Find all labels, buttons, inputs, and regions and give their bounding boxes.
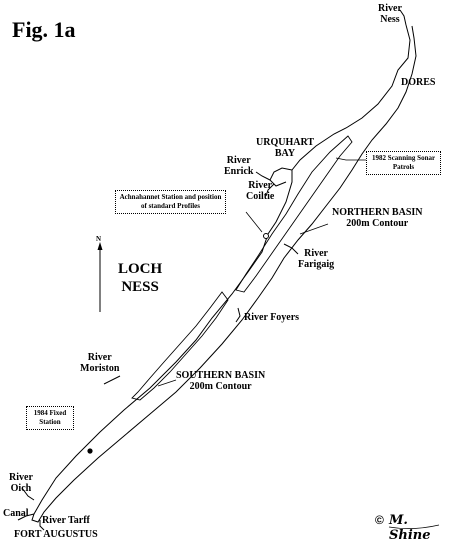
label-river-farigaig: River Farigaig — [298, 248, 334, 270]
label-northern-basin: NORTHERN BASIN 200m Contour — [332, 207, 423, 229]
label-line: URQUHART — [256, 137, 314, 148]
label-loch-ness: LOCH NESS — [118, 260, 162, 296]
river-moriston-line — [103, 375, 121, 385]
box-line: position of standard Profiles — [141, 193, 222, 210]
figure-title: Fig. 1a — [12, 17, 76, 42]
river-farigaig-line — [283, 243, 299, 255]
southern-basin-leader-line — [157, 379, 177, 387]
label-line: Coiltie — [246, 191, 275, 202]
achnahannet-leader-line — [245, 211, 263, 233]
northern-basin-leader-line — [299, 223, 329, 235]
label-river-tarff: River Tarff — [42, 515, 90, 526]
label-line: NORTHERN BASIN — [332, 207, 423, 218]
label-river-coiltie: River Coiltie — [246, 180, 274, 202]
box-line: 1984 — [33, 409, 48, 417]
box-line: Achnahannet Station and — [119, 193, 196, 201]
label-river-oich: River Oich — [9, 472, 33, 494]
fixed-station-box: 1984 Fixed Station — [26, 406, 74, 430]
label-canal: Canal — [3, 508, 29, 519]
label-river-enrick: River Enrick — [224, 155, 253, 177]
label-line: SOUTHERN BASIN — [176, 370, 266, 381]
label-line: Enrick — [224, 166, 254, 177]
label-line: River — [9, 472, 33, 483]
label-dores: DORES — [401, 77, 436, 88]
signature-text: M. Shine — [389, 513, 431, 543]
north-arrow-letter: N — [96, 235, 102, 243]
label-line: Farigaig — [298, 259, 335, 270]
river-tarff-line — [39, 520, 45, 531]
southern-basin-contour — [131, 291, 229, 401]
label-line: Ness — [380, 14, 400, 25]
label-line: Oich — [10, 483, 32, 494]
river-ness-line — [399, 9, 407, 26]
achnahannet-station-box: Achnahannet Station and position of stan… — [115, 190, 226, 214]
river-enrick-line — [255, 171, 271, 181]
label-urquhart-bay: URQUHART BAY — [256, 137, 314, 159]
river-foyers-line — [235, 307, 241, 323]
label-line: 200m Contour — [346, 218, 409, 229]
copyright-symbol: © — [375, 513, 384, 527]
label-line: 200m Contour — [189, 381, 252, 392]
label-river-moriston: River Moriston — [80, 352, 119, 374]
label-fort-augustus: FORT AUGUSTUS — [14, 529, 98, 540]
signature-flourish — [388, 524, 440, 529]
label-southern-basin: SOUTHERN BASIN 200m Contour — [176, 370, 265, 392]
northern-basin-contour — [235, 135, 353, 293]
achnahannet-station-marker — [263, 233, 269, 239]
urquhart-bay-shore — [269, 167, 293, 187]
label-line: River — [226, 155, 251, 166]
river-coiltie-line — [265, 183, 275, 197]
label-line: River — [304, 248, 328, 259]
label-line: LOCH — [118, 261, 163, 277]
sonar-patrols-box: 1982 Scanning Sonar Patrols — [366, 151, 441, 175]
label-river-foyers: River Foyers — [244, 312, 300, 323]
label-line: NESS — [121, 279, 159, 295]
box-line: 1982 Scanning Sonar — [372, 154, 435, 162]
fixed-station-marker — [87, 448, 93, 454]
box-line: Fixed Station — [39, 409, 67, 426]
loch-shoreline — [31, 24, 417, 523]
river-oich-line — [21, 487, 35, 501]
label-line: BAY — [274, 148, 296, 159]
label-line: Moriston — [80, 363, 120, 374]
label-river-ness: River Ness — [378, 3, 402, 25]
sonar-leader-line — [335, 157, 366, 161]
signature-block: © M. Shine — [373, 512, 441, 543]
label-line: River — [378, 3, 402, 14]
box-line: Patrols — [392, 163, 415, 171]
label-line: River — [87, 352, 112, 363]
canal-line — [17, 513, 35, 521]
label-line: River — [248, 180, 273, 191]
north-arrow — [97, 242, 103, 312]
